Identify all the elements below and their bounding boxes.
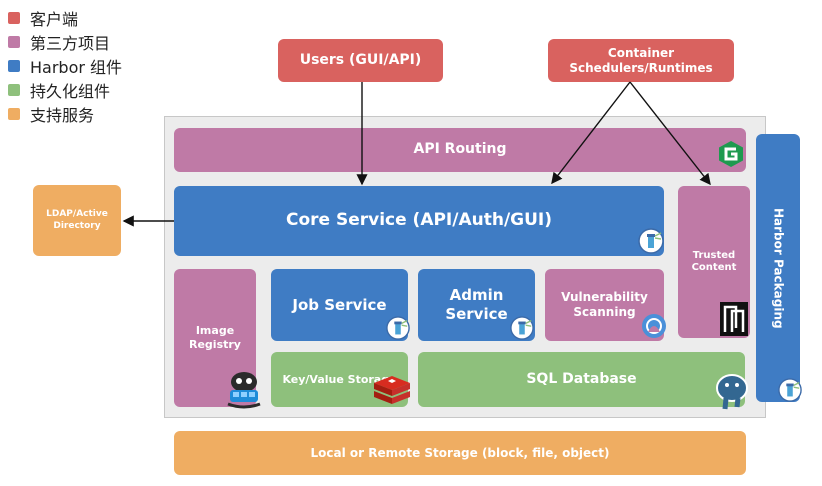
vulnerability-label-1: Vulnerability [561,290,648,304]
container-label-1: Container [607,45,675,60]
ldap-label-1: LDAP/Active [46,209,108,220]
legend-item-client: 客户端 [8,6,122,30]
vulnerability-label-2: Scanning [573,305,636,319]
harbor-packaging-box: Harbor Packaging [756,134,800,402]
sql-database-label: SQL Database [526,370,637,387]
users-label: Users (GUI/API) [299,51,422,68]
job-service-label: Job Service [292,295,387,314]
legend-item-persistence: 持久化组件 [8,78,122,102]
ldap-label-2: Directory [53,220,101,231]
image-registry-label-1: Image [195,324,235,338]
notary-icon [720,302,748,336]
legend-swatch [8,12,20,24]
harbor-packaging-label: Harbor Packaging [771,207,786,329]
legend-item-harbor: Harbor 组件 [8,54,122,78]
container-label-2: Schedulers/Runtimes [569,60,713,75]
legend-swatch [8,84,20,96]
container-schedulers-box: Container Schedulers/Runtimes [548,39,734,82]
legend-label: 客户端 [30,10,79,29]
legend-swatch [8,36,20,48]
redis-icon [374,376,410,404]
users-box: Users (GUI/API) [278,39,443,82]
harbor-service-icon [386,316,410,340]
legend-item-third-party: 第三方项目 [8,30,122,54]
legend-swatch [8,108,20,120]
local-storage-box: Local or Remote Storage (block, file, ob… [174,431,746,475]
trusted-label-2: Content [691,262,737,273]
clair-icon [642,314,666,338]
legend-label: 持久化组件 [30,82,111,101]
kv-storage-label: Key/Value Storage [282,372,397,386]
harbor-service-icon [778,378,802,402]
legend-label: 第三方项目 [30,34,111,53]
legend-label: Harbor 组件 [30,58,123,77]
vulnerability-scanning-box: Vulnerability Scanning [545,269,664,341]
core-service-label: Core Service (API/Auth/GUI) [285,210,553,231]
image-registry-label-2: Registry [189,338,241,351]
api-routing-box: API Routing [174,128,746,172]
postgresql-icon [716,374,748,410]
harbor-service-icon [638,228,664,254]
ldap-box: LDAP/Active Directory [33,185,121,256]
arrow-container-to-trusted [629,81,711,186]
legend-label: 支持服务 [30,106,95,125]
legend-swatch [8,60,20,72]
sql-database-box: SQL Database [418,352,745,407]
arrow-container-to-core [551,81,631,185]
admin-service-box: Admin Service [418,269,535,341]
local-storage-label: Local or Remote Storage (block, file, ob… [310,445,610,460]
legend: 客户端 第三方项目 Harbor 组件 持久化组件 支持服务 [8,6,122,126]
core-service-box: Core Service (API/Auth/GUI) [174,186,664,256]
legend-item-support: 支持服务 [8,102,122,126]
harbor-service-icon [510,316,534,340]
nginx-icon [719,141,743,167]
api-routing-label: API Routing [413,141,507,158]
job-service-box: Job Service [271,269,408,341]
docker-compose-icon [227,372,261,409]
trusted-label-1: Trusted [692,249,736,261]
admin-service-label-1: Admin [449,286,504,305]
admin-service-label-2: Service [445,305,508,323]
